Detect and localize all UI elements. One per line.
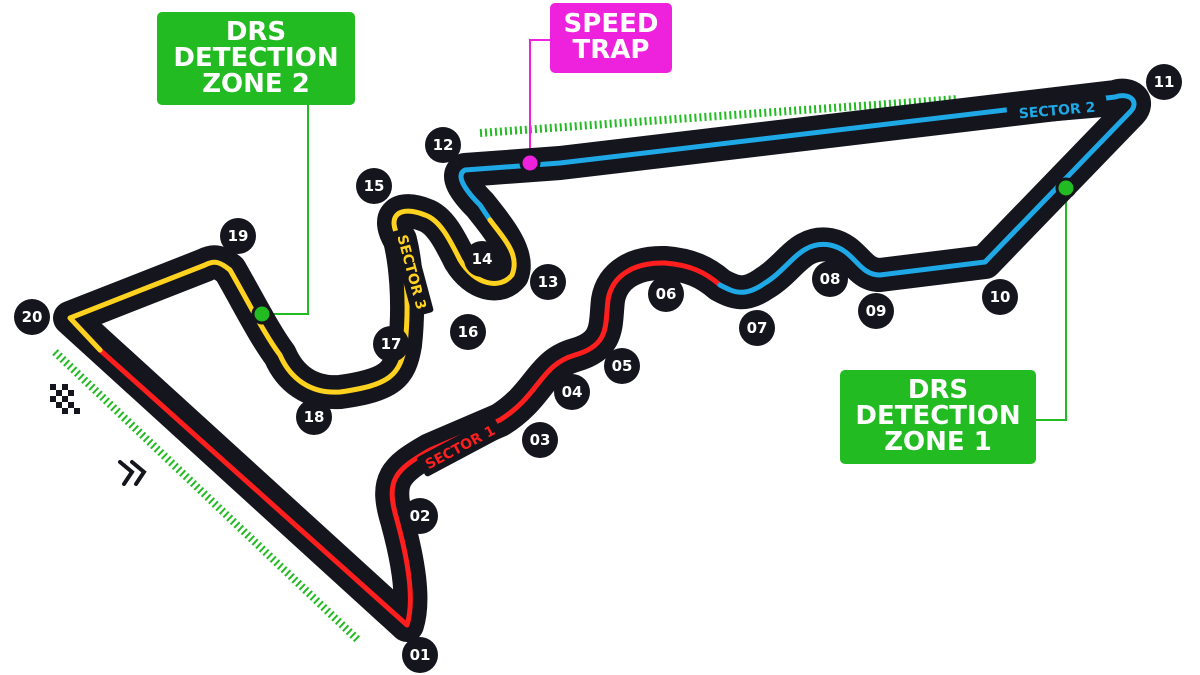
turn-badge-circle <box>739 310 775 346</box>
turn-badge-circle <box>1146 64 1182 100</box>
drs-zone-2-line-3: ZONE 2 <box>202 69 310 99</box>
turn-09-badge: 09 <box>858 293 894 329</box>
turn-05-badge: 05 <box>604 348 640 384</box>
turn-badge-circle <box>425 127 461 163</box>
turn-badge-circle <box>296 399 332 435</box>
turn-08-badge: 08 <box>812 261 848 297</box>
sector-1-line <box>97 260 723 628</box>
turn-number: 08 <box>820 270 841 288</box>
turn-07-badge: 07 <box>739 310 775 346</box>
turn-badge-circle <box>402 637 438 673</box>
drs-zone-2-line-2: DETECTION <box>173 43 338 73</box>
turn-20-badge: 20 <box>14 299 50 335</box>
turn-badge-circle <box>14 299 50 335</box>
chevron-right-icon <box>118 460 147 486</box>
turn-badge-circle <box>982 279 1018 315</box>
drs-zone-1-line-2: DETECTION <box>855 401 1020 431</box>
turn-12-badge: 12 <box>425 127 461 163</box>
turn-number: 13 <box>538 273 559 291</box>
turn-19-badge: 19 <box>220 218 256 254</box>
turn-04-badge: 04 <box>554 374 590 410</box>
turn-number: 03 <box>530 431 551 449</box>
turn-number: 05 <box>612 357 633 375</box>
turn-badge-circle <box>812 261 848 297</box>
turn-badges: 01 02 03 04 05 06 07 08 09 10 11 12 13 14 15 16 17 18 19 20 <box>14 64 1182 673</box>
turn-06-badge: 06 <box>648 276 684 312</box>
sector-2-line <box>458 93 1137 295</box>
turn-number: 18 <box>304 408 325 426</box>
turn-number: 20 <box>22 308 43 326</box>
turn-number: 10 <box>990 288 1011 306</box>
turn-badge-circle <box>373 326 409 362</box>
turn-number: 06 <box>656 285 677 303</box>
turn-number: 15 <box>364 177 385 195</box>
turn-18-badge: 18 <box>296 399 332 435</box>
turn-02-badge: 02 <box>402 498 438 534</box>
turn-badge-circle <box>402 498 438 534</box>
speed-trap-line-1: SPEED <box>564 9 659 39</box>
turn-number: 12 <box>433 136 454 154</box>
checkered-flag-icon <box>50 384 80 414</box>
drs-zone-1-line-1: DRS <box>908 375 968 405</box>
speed-trap-callout: SPEED TRAP <box>550 3 672 73</box>
drs-detection-1-dot <box>1055 177 1077 199</box>
drs-zone-2-leader <box>262 100 309 315</box>
turn-10-badge: 10 <box>982 279 1018 315</box>
drs-detection-zone-2-callout: DRS DETECTION ZONE 2 <box>157 12 355 105</box>
turn-badge-circle <box>858 293 894 329</box>
turn-badge-circle <box>522 422 558 458</box>
turn-number: 04 <box>562 383 583 401</box>
drs-zone-1-line-3: ZONE 1 <box>884 427 992 457</box>
sector-2-tag: SECTOR 2 <box>1006 94 1108 126</box>
turn-badge-circle <box>530 264 566 300</box>
turn-01-badge: 01 <box>402 637 438 673</box>
turn-17-badge: 17 <box>373 326 409 362</box>
turn-badge-circle <box>464 241 500 277</box>
turn-number: 19 <box>228 227 249 245</box>
speed-trap-line-2: TRAP <box>573 35 650 65</box>
drs-zone-1-leader <box>1036 190 1067 421</box>
turn-badge-circle <box>356 168 392 204</box>
drs-detection-2-dot <box>251 303 273 325</box>
turn-15-badge: 15 <box>356 168 392 204</box>
speed-trap-dot <box>519 152 541 174</box>
turn-number: 16 <box>458 323 479 341</box>
turn-number: 11 <box>1154 73 1175 91</box>
sector-2-label: SECTOR 2 <box>1018 100 1096 123</box>
turn-number: 07 <box>747 319 768 337</box>
turn-number: 14 <box>472 250 493 268</box>
drs-detection-zone-1-callout: DRS DETECTION ZONE 1 <box>840 370 1036 464</box>
turn-16-badge: 16 <box>450 314 486 350</box>
turn-badge-circle <box>604 348 640 384</box>
track-outline <box>53 78 1151 642</box>
drs-zone-2-line-1: DRS <box>226 17 286 47</box>
turn-badge-circle <box>450 314 486 350</box>
speed-trap-leader <box>529 39 550 162</box>
turn-number: 01 <box>410 646 431 664</box>
turn-number: 09 <box>866 302 887 320</box>
turn-number: 02 <box>410 507 431 525</box>
turn-number: 17 <box>381 335 402 353</box>
turn-03-badge: 03 <box>522 422 558 458</box>
turn-13-badge: 13 <box>530 264 566 300</box>
turn-badge-circle <box>648 276 684 312</box>
turn-badge-circle <box>554 374 590 410</box>
turn-14-badge: 14 <box>464 241 500 277</box>
turn-badge-circle <box>220 218 256 254</box>
turn-11-badge: 11 <box>1146 64 1182 100</box>
